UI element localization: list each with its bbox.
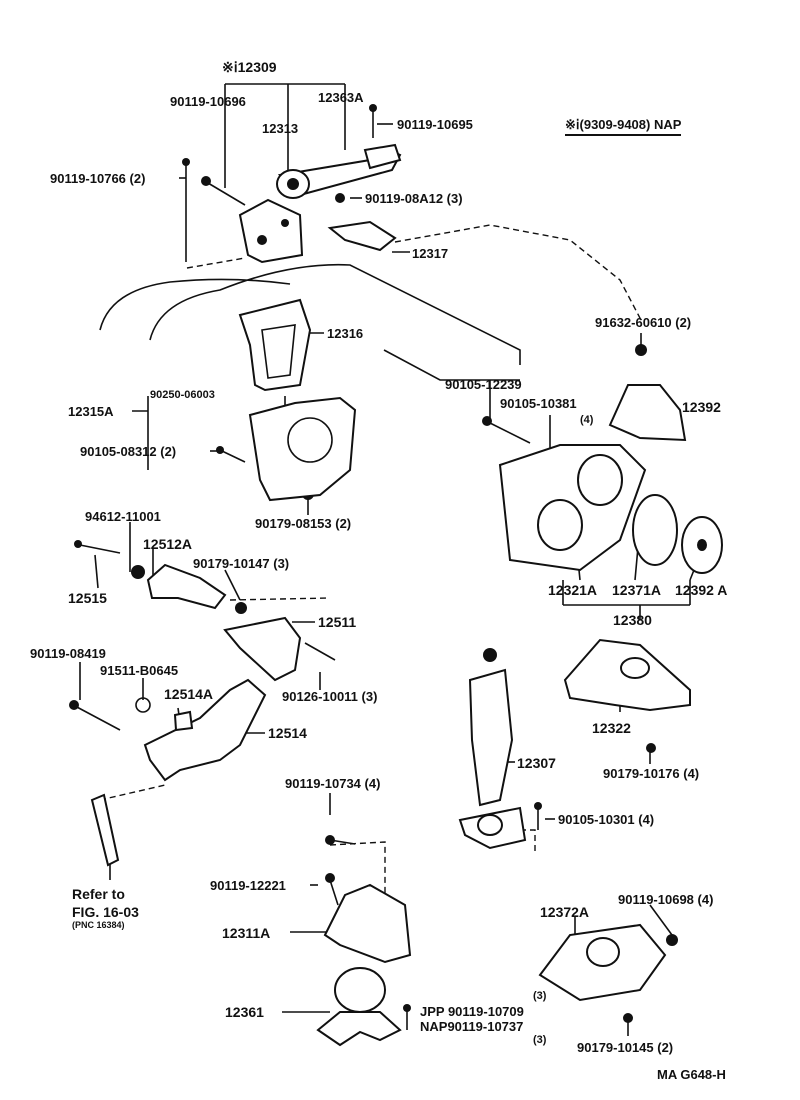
bracket-12511 <box>223 616 302 682</box>
label-12313: 12313 <box>262 121 299 136</box>
label-90250-06003: 90250-06003 <box>150 389 215 401</box>
rod-16384 <box>90 793 120 867</box>
label-12514: 12514 <box>268 725 307 741</box>
label-12311A: 12311A <box>222 925 271 941</box>
mount-12307 <box>458 648 527 850</box>
cover-12392 <box>608 384 687 442</box>
bracket-12315A <box>248 396 357 502</box>
label-90119-08A12: 90119-08A12 (3) <box>365 191 463 206</box>
label-12317: 12317 <box>412 246 449 261</box>
mount-12372A <box>538 923 667 1002</box>
label-94612-11001: 94612-11001 <box>85 509 161 524</box>
label-91511-B0645: 91511-B0645 <box>100 663 179 678</box>
mount-12361 <box>316 967 402 1047</box>
label-90119-10695: 90119-10695 <box>397 117 473 132</box>
label-12512A: 12512A <box>143 536 193 552</box>
leader-lines <box>79 83 701 1036</box>
label-nap-qty: (3) <box>533 1034 547 1046</box>
label-12371A: 12371A <box>612 582 662 598</box>
bracket-12316 <box>238 298 312 392</box>
label-90179-10145: 90179-10145 (2) <box>577 1040 674 1055</box>
engine-outline <box>99 263 521 365</box>
label-12321A: 12321A <box>548 582 598 598</box>
diagram-code: MA G648-H <box>657 1067 726 1082</box>
label-refer-to: Refer to <box>72 886 125 902</box>
label-12392: 12392 <box>682 399 721 415</box>
label-nap-90119-10737: NAP90119-10737 <box>420 1019 524 1034</box>
label-12361: 12361 <box>225 1004 264 1020</box>
label-90179-10176: 90179-10176 (4) <box>603 766 700 781</box>
label-91632-60610: 91632-60610 (2) <box>595 315 692 330</box>
bracket-12512A <box>146 563 227 610</box>
label-12316: 12316 <box>327 326 364 341</box>
label-applicability-note: ※ⅰ(9309-9408) NAP <box>565 118 682 136</box>
label-jpp-90119-10709: JPP 90119-10709 <box>420 1004 524 1019</box>
label-12511: 12511 <box>318 614 357 630</box>
label-12309: ※ⅰ12309 <box>222 59 277 75</box>
label-90119-12221: 90119-12221 <box>210 878 286 893</box>
label-12307: 12307 <box>517 755 556 771</box>
label-jpp-qty: (3) <box>533 990 547 1002</box>
label-90119-10698: 90119-10698 (4) <box>618 892 714 907</box>
label-refer-fig: FIG. 16-03 <box>72 904 139 920</box>
label-12322: 12322 <box>592 720 631 736</box>
label-12514A: 12514A <box>164 686 214 702</box>
label-12315A: 12315A <box>68 404 114 419</box>
label-12372A: 12372A <box>540 904 590 920</box>
label-90119-10734: 90119-10734 (4) <box>285 776 381 791</box>
label-90105-08312: 90105-08312 (2) <box>80 444 177 459</box>
label-90119-10766: 90119-10766 (2) <box>50 171 146 186</box>
label-12363A: 12363A <box>318 90 364 105</box>
bracket-12514 <box>143 678 267 782</box>
rear-mount-assembly <box>498 444 723 574</box>
label-12392A: 12392 A <box>675 582 728 598</box>
label-12515: 12515 <box>68 590 107 606</box>
label-90119-08419: 90119-08419 <box>30 646 106 661</box>
label-90119-10696: 90119-10696 <box>170 94 246 109</box>
bracket-12311A <box>323 883 412 964</box>
upper-mount-assembly <box>238 143 402 264</box>
label-90105-10301: 90105-10301 (4) <box>558 812 655 827</box>
label-90105-12239: 90105-12239 <box>445 377 522 392</box>
label-refer-pnc: (PNC 16384) <box>72 920 125 930</box>
label-90179-10147: 90179-10147 (3) <box>193 556 290 571</box>
label-90105-10381-qty: (4) <box>580 414 594 426</box>
label-90179-08153: 90179-08153 (2) <box>255 516 352 531</box>
label-12380: 12380 <box>613 612 652 628</box>
label-90126-10011: 90126-10011 (3) <box>282 689 378 704</box>
label-90105-10381: 90105-10381 <box>500 396 577 411</box>
